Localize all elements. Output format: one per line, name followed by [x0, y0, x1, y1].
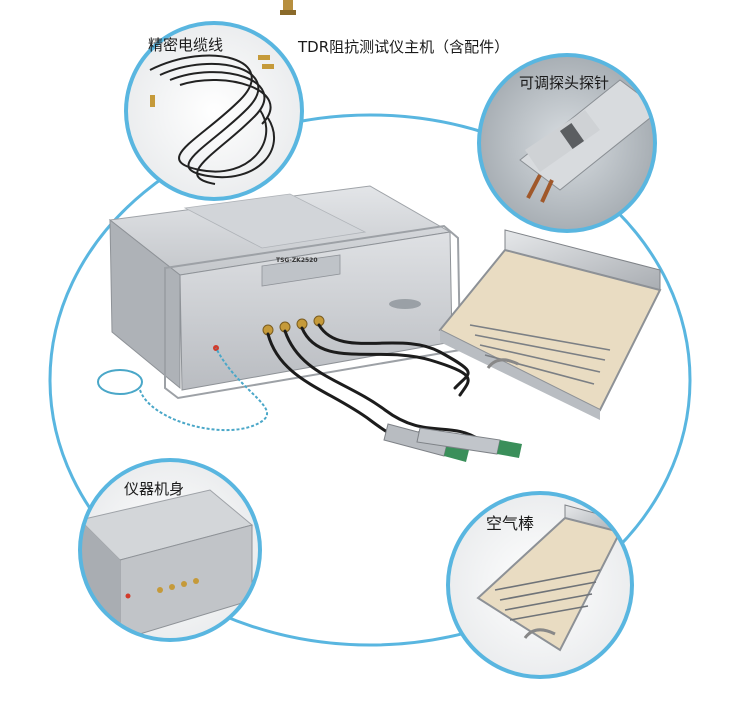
front-connectors	[213, 315, 325, 351]
model-plate: TSG-ZK2520	[276, 257, 318, 264]
callout-probe-circle	[477, 53, 657, 233]
wrist-strap	[97, 347, 269, 432]
airline-case	[438, 229, 662, 420]
instrument-main-unit: TSG-ZK2520	[108, 185, 482, 442]
label-probe: 可调探头探针	[519, 74, 610, 92]
callout-cable-circle	[124, 21, 304, 201]
label-airline: 空气棒	[486, 514, 535, 533]
callout-airline-circle	[446, 491, 634, 679]
label-cable: 精密电缆线	[148, 36, 224, 54]
page-title: TDR阻抗测试仪主机（含配件）	[298, 38, 510, 56]
blue-ring	[48, 113, 692, 647]
label-body: 仪器机身	[124, 480, 185, 498]
probe-heads	[383, 423, 522, 462]
callout-body-circle	[78, 458, 262, 642]
top-connector-icon	[280, 0, 296, 15]
